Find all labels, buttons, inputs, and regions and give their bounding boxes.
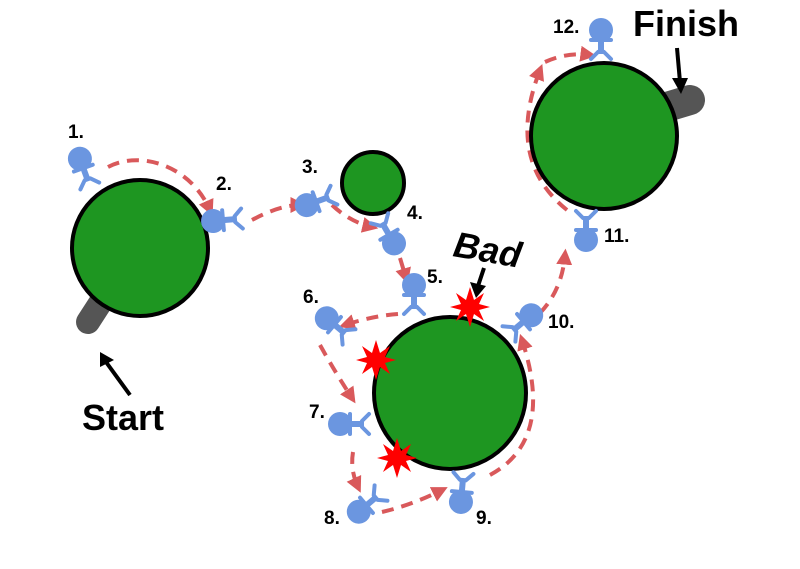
step-label-2: 2. <box>216 174 232 195</box>
start-planet <box>70 178 210 318</box>
spike-hazard <box>377 438 417 478</box>
start-label: Start <box>82 397 164 438</box>
step-label-9: 9. <box>476 508 492 529</box>
step-label-1: 1. <box>68 122 84 143</box>
small-planet <box>340 150 406 216</box>
step-label-12: 12. <box>553 17 579 38</box>
figure-2 <box>198 204 245 237</box>
step-label-3: 3. <box>302 157 318 178</box>
spike-hazard <box>450 287 490 327</box>
bad-arrow <box>470 267 486 298</box>
start-arrow <box>100 352 132 397</box>
finish-planet <box>529 61 679 211</box>
step-label-10: 10. <box>548 312 574 333</box>
spike-hazard <box>356 340 396 380</box>
figure-4 <box>367 210 413 262</box>
figure-1 <box>62 141 104 193</box>
figure-11 <box>572 209 600 254</box>
hazard-planet <box>372 315 528 471</box>
bad-label: Bad <box>451 224 526 276</box>
figure-9 <box>445 470 478 517</box>
step-label-5: 5. <box>427 267 443 288</box>
step-label-11: 11. <box>604 226 629 247</box>
figure-12 <box>587 16 615 61</box>
step-label-8: 8. <box>324 508 340 529</box>
finish-label: Finish <box>633 3 739 44</box>
trajectory-path <box>107 45 597 514</box>
figure-7 <box>326 410 371 438</box>
figure-8 <box>339 481 391 531</box>
figure-3 <box>289 181 341 223</box>
figure-10 <box>499 296 551 346</box>
step-label-4: 4. <box>407 203 423 224</box>
finish-arrow <box>672 47 688 94</box>
figure-5 <box>400 271 428 316</box>
step-label-6: 6. <box>303 287 319 308</box>
step-label-7: 7. <box>309 402 325 423</box>
